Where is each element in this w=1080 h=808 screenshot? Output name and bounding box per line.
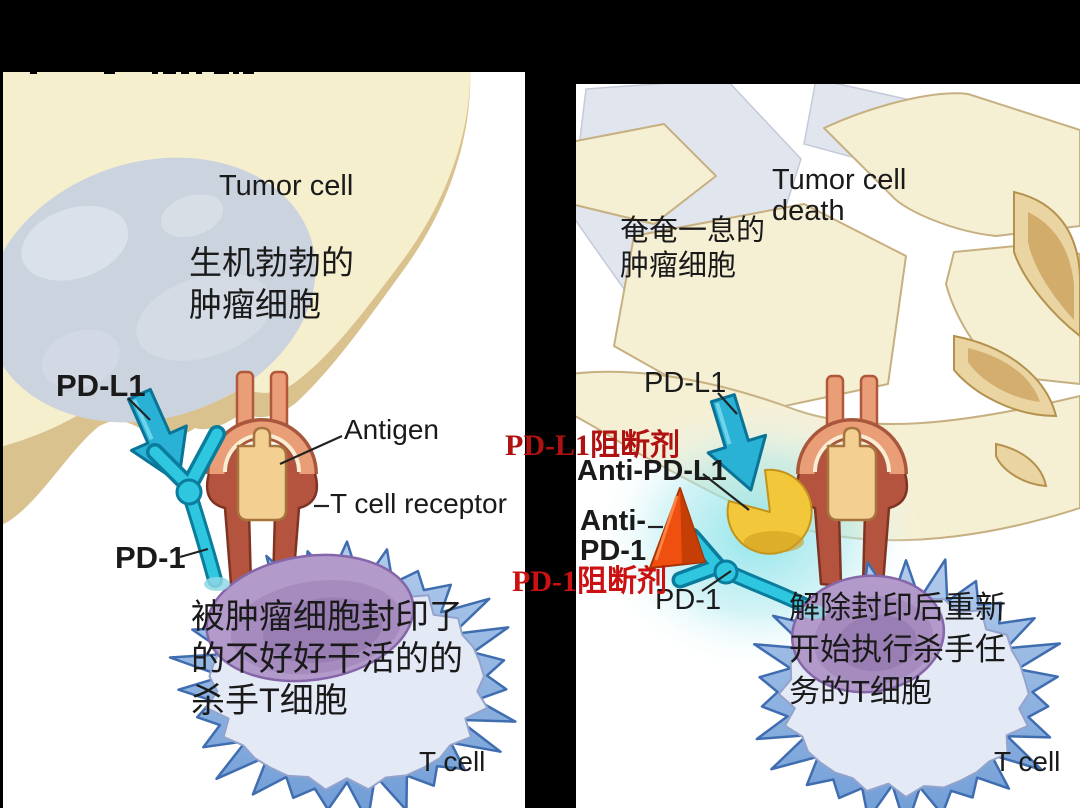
t-cell-reactivated bbox=[753, 558, 1062, 808]
t-cell-receptor bbox=[795, 374, 909, 588]
tumor-state-cn-line2: 肿瘤细胞 bbox=[189, 286, 321, 323]
anti-pdl1-label: Anti-PD-L1 bbox=[577, 455, 727, 487]
tcell-state-cn-right-line2: 开始执行杀手任 bbox=[789, 632, 1006, 667]
tcell-label-right: T cell bbox=[994, 746, 1061, 777]
tcell-label-left: T cell bbox=[419, 746, 486, 777]
tumor-cell-label-left: Tumor cell bbox=[219, 170, 354, 202]
t-cell-suppressed bbox=[168, 540, 517, 808]
membrane-contact-glow bbox=[801, 605, 827, 619]
dying-tumor-cn-line2: 肿瘤细胞 bbox=[620, 250, 737, 282]
antigen-label: Antigen bbox=[344, 414, 439, 445]
t-cell-nucleus bbox=[205, 553, 415, 683]
tumor-death-label-line2: death bbox=[772, 195, 845, 227]
pdl1-label-right: PD-L1 bbox=[644, 367, 727, 399]
tcell-state-cn-right-line1: 解除封印后重新 bbox=[789, 590, 1006, 625]
pdl1-label-left: PD-L1 bbox=[56, 368, 146, 403]
pdl1-blocker-label: PD-L1阻断剂 bbox=[505, 429, 680, 462]
tcr-label: T cell receptor bbox=[330, 488, 507, 519]
left-panel-art bbox=[3, 72, 517, 808]
tumor-death-panel bbox=[576, 84, 1080, 808]
tumor-death-label-line1: Tumor cell bbox=[772, 164, 907, 196]
tcell-state-cn-line2: 的不好好干活的的 bbox=[191, 640, 463, 678]
tcell-state-cn-line1: 被肿瘤细胞封印了 bbox=[191, 598, 463, 636]
tcell-state-cn-right-line3: 务的T细胞 bbox=[789, 674, 932, 709]
anti-pd-1-antibody bbox=[649, 487, 706, 569]
dying-tumor-cn-line1: 奄奄一息的 bbox=[620, 215, 766, 247]
pd1-label-left: PD-1 bbox=[115, 540, 186, 575]
tumor-shell-curls bbox=[953, 190, 1080, 488]
right-panel-art bbox=[576, 84, 1080, 808]
t-cell-nucleus bbox=[790, 574, 946, 694]
pd-1-receptor bbox=[671, 527, 814, 614]
healthy-tumor-panel bbox=[3, 72, 525, 808]
tumor-state-cn-line1: 生机勃勃的 bbox=[189, 244, 354, 281]
antigen bbox=[826, 426, 878, 522]
membrane-contact-glow bbox=[204, 577, 230, 591]
tumor-nucleus bbox=[3, 157, 316, 423]
tcell-state-cn-line3: 杀手T细胞 bbox=[191, 682, 348, 720]
pd-1-receptor bbox=[146, 425, 226, 588]
anti-pd1-label-line1: Anti- bbox=[580, 505, 647, 537]
anti-pd-l1-antibody bbox=[726, 468, 813, 555]
pd1-blocker-label: PD-1阻断剂 bbox=[512, 565, 667, 598]
anti-pd1-label-line2: PD-1 bbox=[580, 535, 647, 567]
